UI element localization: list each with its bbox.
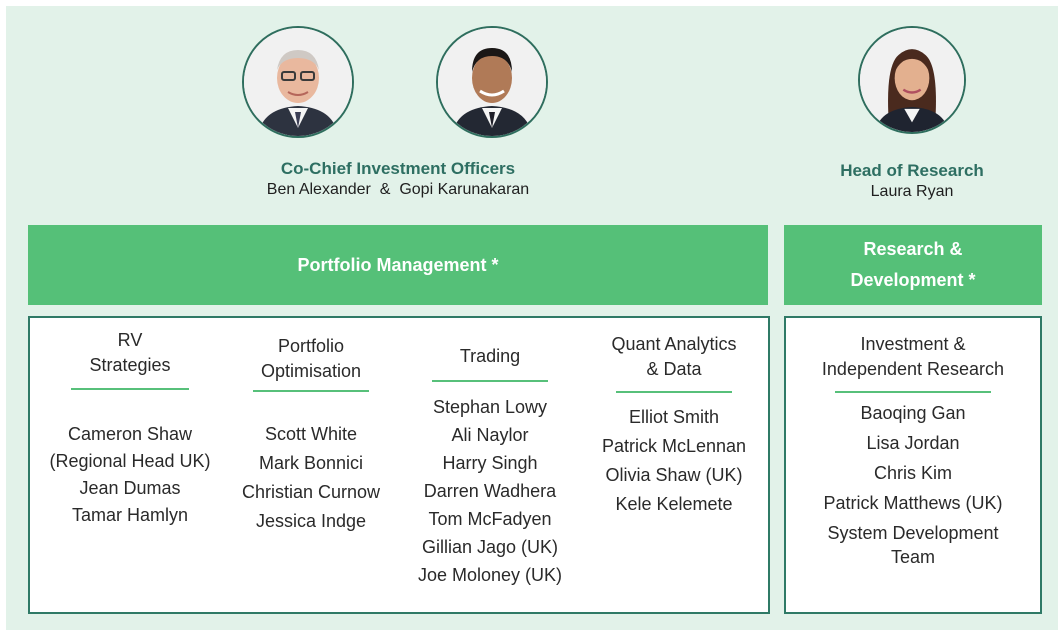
team-member: (Regional Head UK) (49, 451, 211, 471)
portfolio-management-panel: RV Strategies Cameron Shaw (Regional Hea… (28, 316, 770, 614)
heading-underline (71, 388, 189, 390)
heading-underline (616, 391, 732, 393)
team-heading: Portfolio Optimisation (260, 336, 362, 381)
portfolio-management-label: Portfolio Management * (297, 254, 499, 275)
team-member: Ali Naylor (451, 425, 529, 445)
team-member: Darren Wadhera (423, 481, 557, 501)
org-chart: Co-Chief Investment Officers Ben Alexand… (6, 6, 1058, 630)
team-member: Scott White (264, 424, 358, 444)
team-trading: Trading Stephan Lowy Ali Naylor Harry Si… (400, 344, 580, 589)
team-heading: RV Strategies (89, 330, 171, 375)
team-member: Stephan Lowy (432, 397, 548, 417)
team-member: Christian Curnow (241, 482, 381, 502)
heading-underline (835, 391, 991, 393)
team-member: Kele Kelemete (615, 494, 733, 514)
team-member: Mark Bonnici (258, 453, 364, 473)
team-member: Baoqing Gan (860, 403, 966, 423)
team-member-list: Baoqing Gan Lisa Jordan Chris Kim Patric… (786, 398, 1040, 568)
team-member-list: Cameron Shaw (Regional Head UK) Jean Dum… (30, 421, 230, 529)
co-cio-title: Co-Chief Investment Officers (280, 159, 516, 178)
team-member-list: Scott White Mark Bonnici Christian Curno… (213, 420, 409, 536)
team-rv-strategies: RV Strategies Cameron Shaw (Regional Hea… (30, 328, 230, 529)
team-portfolio-optimisation: Portfolio Optimisation Scott White Mark … (213, 334, 409, 536)
team-quant-analytics: Quant Analytics & Data Elliot Smith Patr… (582, 332, 766, 519)
team-member: Cameron Shaw (67, 424, 193, 444)
team-member-list: Elliot Smith Patrick McLennan Olivia Sha… (582, 403, 766, 519)
team-member: Jessica Indge (255, 511, 367, 531)
research-banner-line1: Research & (863, 239, 963, 259)
team-member: Patrick Matthews (UK) (823, 493, 1003, 513)
head-of-research-title: Head of Research (840, 161, 984, 180)
portrait-gopi-karunakaran (436, 26, 548, 138)
team-member: Patrick McLennan (601, 436, 747, 456)
team-member: Lisa Jordan (866, 433, 960, 453)
team-member: Harry Singh (442, 453, 538, 473)
team-member: Olivia Shaw (UK) (605, 465, 743, 485)
head-of-research-name: Laura Ryan (870, 183, 954, 200)
team-member: Chris Kim (873, 463, 952, 483)
team-investment-research: Investment & Independent Research Baoqin… (786, 332, 1040, 568)
team-member: Team (890, 547, 935, 567)
team-member: Jean Dumas (79, 478, 181, 498)
research-development-panel: Investment & Independent Research Baoqin… (784, 316, 1042, 614)
team-member-list: Stephan Lowy Ali Naylor Harry Singh Darr… (400, 393, 580, 589)
team-member: Tom McFadyen (428, 509, 552, 529)
research-development-banner: Research & Development * (784, 225, 1042, 305)
team-heading: Trading (459, 346, 521, 366)
team-member: Gillian Jago (UK) (421, 537, 559, 557)
team-heading: Investment & Independent Research (821, 334, 1005, 379)
team-member: Joe Moloney (UK) (417, 565, 563, 585)
heading-underline (253, 390, 369, 392)
team-member: System Development (827, 523, 999, 543)
team-member: Tamar Hamlyn (71, 505, 189, 525)
portfolio-management-banner: Portfolio Management * (28, 225, 768, 305)
co-cio-names: Ben Alexander & Gopi Karunakaran (266, 181, 530, 198)
portrait-laura-ryan (858, 26, 966, 134)
portrait-ben-alexander (242, 26, 354, 138)
team-heading: Quant Analytics & Data (611, 334, 737, 379)
team-member: Elliot Smith (628, 407, 720, 427)
heading-underline (432, 380, 548, 382)
research-banner-line2: Development * (850, 270, 976, 290)
